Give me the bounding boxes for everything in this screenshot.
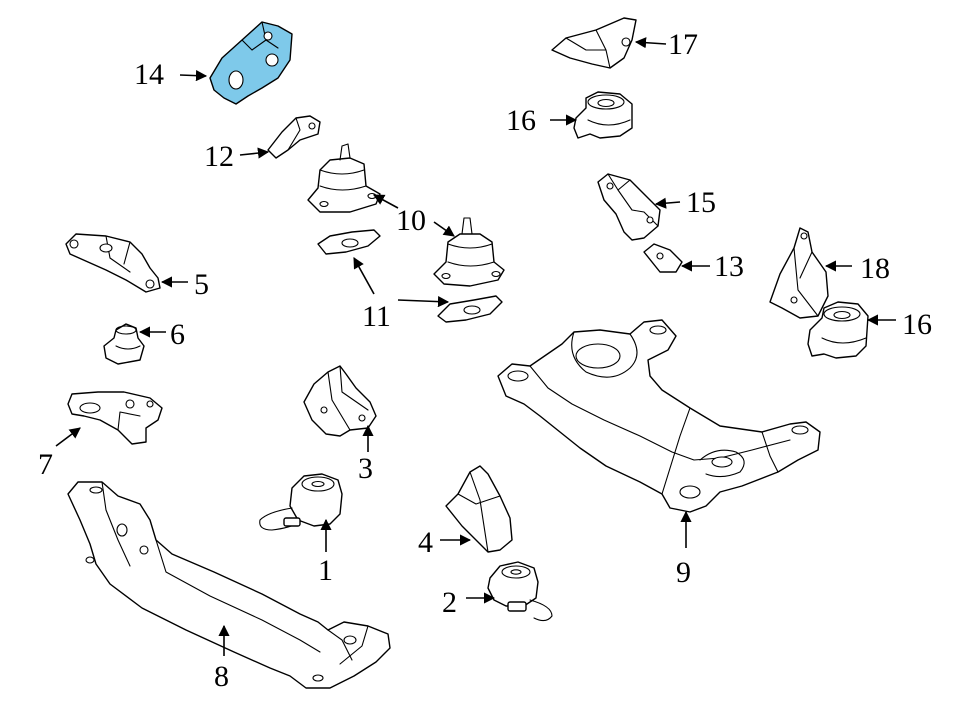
part-11-plate-left[interactable] — [317, 229, 381, 255]
leader-lines — [55, 37, 896, 656]
part-8-crossmember[interactable] — [67, 481, 391, 689]
part-1-mount[interactable] — [259, 473, 343, 531]
leader-7 — [55, 427, 81, 447]
part-17-bracket[interactable] — [551, 17, 637, 69]
callout-labels: 14 12 10 11 17 16 15 13 18 16 5 6 7 3 1 … — [38, 28, 932, 693]
leader-10b — [433, 221, 455, 237]
leader-17 — [634, 37, 667, 49]
leader-11a — [353, 257, 375, 295]
leader-15 — [654, 197, 681, 209]
callout-8[interactable]: 8 — [214, 660, 229, 693]
callout-18[interactable]: 18 — [860, 252, 890, 285]
part-7-bracket[interactable] — [67, 391, 163, 445]
callout-5[interactable]: 5 — [194, 268, 209, 301]
part-11-plate-right[interactable] — [437, 295, 503, 323]
part-3-bracket[interactable] — [303, 365, 377, 437]
callout-7[interactable]: 7 — [38, 448, 53, 481]
part-16-mount-top[interactable] — [573, 91, 633, 139]
part-10-mount-left[interactable] — [307, 143, 381, 213]
callout-15[interactable]: 15 — [686, 186, 716, 219]
part-15-bracket[interactable] — [597, 173, 661, 241]
callout-2[interactable]: 2 — [442, 586, 457, 619]
callout-6[interactable]: 6 — [170, 318, 185, 351]
part-2-mount[interactable] — [487, 561, 553, 622]
callout-17[interactable]: 17 — [668, 28, 698, 61]
part-5-bracket[interactable] — [65, 233, 161, 293]
part-12-bracket[interactable] — [267, 115, 321, 159]
part-4-bracket[interactable] — [445, 465, 513, 553]
part-13-plate[interactable] — [643, 243, 683, 273]
part-9-subframe[interactable] — [497, 319, 821, 513]
part-16-mount-right[interactable] — [807, 301, 869, 359]
leader-10a — [373, 194, 399, 209]
callout-16-top[interactable]: 16 — [506, 104, 536, 137]
leader-11b — [397, 296, 450, 308]
part-10-mount-right[interactable] — [433, 217, 505, 287]
callout-4[interactable]: 4 — [418, 526, 433, 559]
callout-9[interactable]: 9 — [676, 556, 691, 589]
callout-12[interactable]: 12 — [204, 140, 234, 173]
callout-1[interactable]: 1 — [318, 554, 333, 587]
callout-3[interactable]: 3 — [358, 452, 373, 485]
part-6-mount[interactable] — [103, 323, 145, 365]
leader-14 — [179, 70, 208, 82]
callout-10[interactable]: 10 — [396, 204, 426, 237]
callout-16-right[interactable]: 16 — [902, 308, 932, 341]
part-14-bracket[interactable] — [209, 21, 293, 105]
callout-14[interactable]: 14 — [134, 58, 164, 91]
part-18-bracket[interactable] — [769, 227, 829, 319]
callout-11[interactable]: 11 — [362, 300, 391, 333]
leader-12 — [239, 147, 270, 159]
callout-13[interactable]: 13 — [714, 250, 744, 283]
